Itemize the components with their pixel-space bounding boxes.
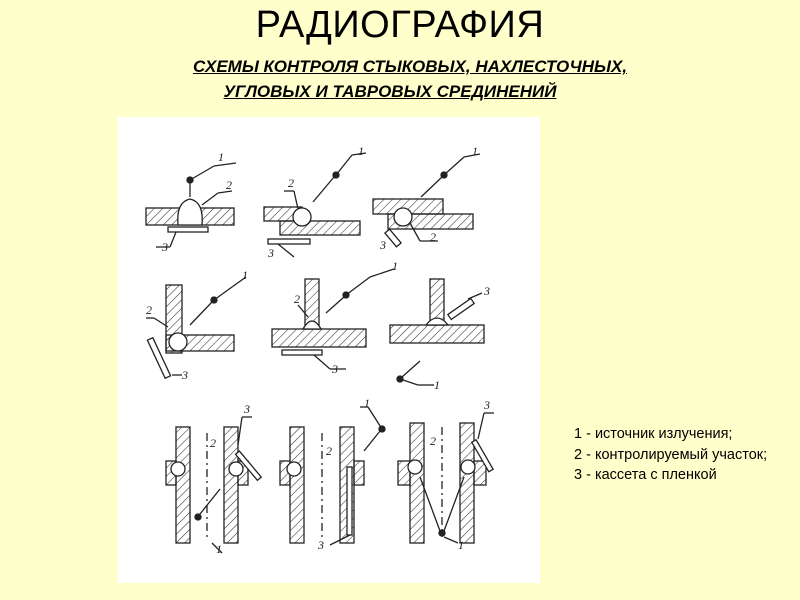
scheme-tee-joint-1 <box>271 268 395 370</box>
label-3-i: 3 <box>483 398 490 412</box>
scheme-pipe-3 <box>397 412 494 544</box>
label-3-h: 3 <box>317 538 324 552</box>
legend-item-controlled-area: 2 - контролируемый участок; <box>574 446 768 463</box>
scheme-butt-joint <box>145 162 237 248</box>
legend: 1 - источник излучения; 2 - контролируем… <box>574 424 789 486</box>
legend-item-film-cassette: 3 - кассета с пленкой <box>574 467 717 483</box>
scheme-pipe-1 <box>165 416 263 554</box>
radiography-schemes-figure: 1 2 3 1 2 3 1 2 3 1 2 3 1 2 3 1 3 3 2 1 … <box>118 117 540 583</box>
label-1-d: 1 <box>242 268 248 282</box>
label-3-g: 3 <box>243 402 250 416</box>
label-1-i: 1 <box>458 538 464 552</box>
legend-item-source: 1 - источник излучения; <box>574 426 733 442</box>
label-1-g: 1 <box>216 542 222 556</box>
label-3-f: 3 <box>483 284 490 298</box>
label-3-d: 3 <box>181 368 188 382</box>
page-title: РАДИОГРАФИЯ <box>255 4 545 46</box>
label-2-a: 2 <box>226 178 232 192</box>
label-3-a: 3 <box>161 240 168 254</box>
label-1-f: 1 <box>434 378 440 392</box>
label-3-c: 3 <box>379 238 386 252</box>
label-3-b: 3 <box>267 246 274 260</box>
label-2-g: 2 <box>210 436 216 450</box>
label-2-c: 2 <box>430 230 436 244</box>
label-2-b: 2 <box>288 176 294 190</box>
label-2-e: 2 <box>294 292 300 306</box>
label-2-i: 2 <box>430 434 436 448</box>
subtitle-line-1: СХЕМЫ КОНТРОЛЯ СТЫКОВЫХ, НАХЛЕСТОЧНЫХ, <box>192 57 628 76</box>
label-1-e: 1 <box>392 259 398 273</box>
page-subtitle: СХЕМЫ КОНТРОЛЯ СТЫКОВЫХ, НАХЛЕСТОЧНЫХ, У… <box>90 54 730 104</box>
diagram-labels: 1 2 3 1 2 3 1 2 3 1 2 3 1 2 3 1 3 3 2 1 … <box>146 144 490 556</box>
label-3-e: 3 <box>331 362 338 376</box>
label-1-h: 1 <box>364 396 370 410</box>
scheme-corner-joint <box>146 276 247 380</box>
scheme-lap-joint-2 <box>372 153 481 248</box>
subtitle-line-2: УГЛОВЫХ И ТАВРОВЫХ СРЕДИНЕНИЙ <box>223 82 557 101</box>
label-2-d: 2 <box>146 303 152 317</box>
scheme-tee-joint-2 <box>389 278 485 386</box>
label-1-b: 1 <box>358 144 364 158</box>
label-1-a: 1 <box>218 150 224 164</box>
schemes-drawing: 1 2 3 1 2 3 1 2 3 1 2 3 1 2 3 1 3 3 2 1 … <box>145 144 494 556</box>
label-1-c: 1 <box>472 144 478 158</box>
scheme-lap-joint-1 <box>263 152 367 258</box>
label-2-h: 2 <box>326 444 332 458</box>
scheme-pipe-2 <box>279 406 386 546</box>
